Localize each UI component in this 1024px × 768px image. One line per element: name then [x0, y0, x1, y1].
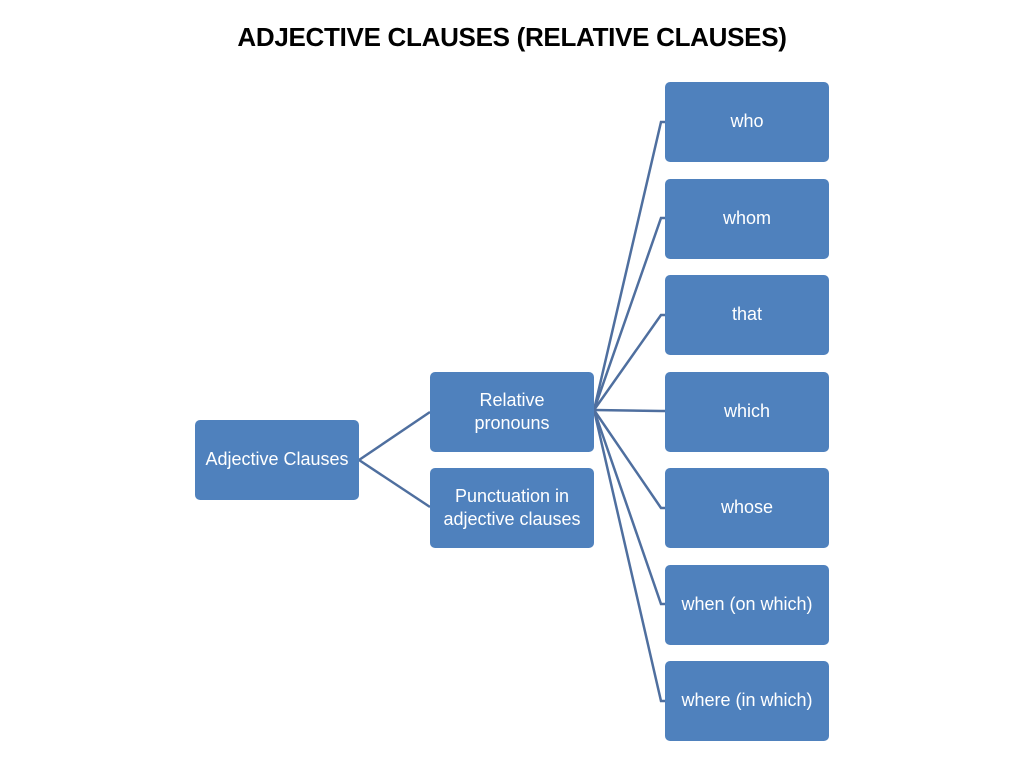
connector-branch-to-leaf-6	[592, 409, 665, 606]
connector-root-to-branch-2	[358, 458, 431, 509]
leaf-node-label: which	[723, 401, 771, 421]
connector-branch-to-leaf-7	[592, 409, 665, 703]
root-node-adjective-clauses[interactable]: Adjective Clauses	[195, 420, 359, 500]
leaf-node-label: who	[730, 111, 764, 131]
leaf-node-label: that	[731, 304, 763, 324]
root-node-label: Adjective Clauses	[205, 449, 349, 470]
slide-title: ADJECTIVE CLAUSES (RELATIVE CLAUSES)	[237, 22, 787, 52]
leaf-node-label: whom	[722, 208, 771, 228]
leaf-node-whose[interactable]: whose	[665, 468, 829, 548]
branch-node-label: Punctuation in adjective clauses	[443, 485, 581, 529]
connector-branch-to-leaf-3	[592, 313, 665, 411]
leaf-node-label: whose	[720, 497, 774, 517]
branch-node-punctuation[interactable]: Punctuation in adjective clauses	[430, 468, 594, 548]
leaf-node-that[interactable]: that	[665, 275, 829, 355]
leaf-node-which[interactable]: which	[665, 372, 829, 452]
leaf-node-label: when (on which)	[681, 594, 813, 614]
connector-branch-to-leaf-5	[592, 409, 665, 510]
leaf-node-when-on-which[interactable]: when (on which)	[665, 565, 829, 645]
leaf-node-where-in-which[interactable]: where (in which)	[665, 661, 829, 741]
leaf-node-who[interactable]: who	[665, 82, 829, 162]
leaf-node-whom[interactable]: whom	[665, 179, 829, 259]
branch-node-label: Relative pronouns	[474, 389, 550, 433]
connector-root-to-branch-1	[358, 410, 431, 462]
connector-branch-to-leaf-4	[593, 408, 665, 413]
connector-branch-to-leaf-1	[592, 120, 665, 411]
branch-node-relative-pronouns[interactable]: Relative pronouns	[430, 372, 594, 452]
connector-branch-to-leaf-2	[592, 216, 665, 411]
leaf-node-label: where (in which)	[681, 690, 813, 710]
